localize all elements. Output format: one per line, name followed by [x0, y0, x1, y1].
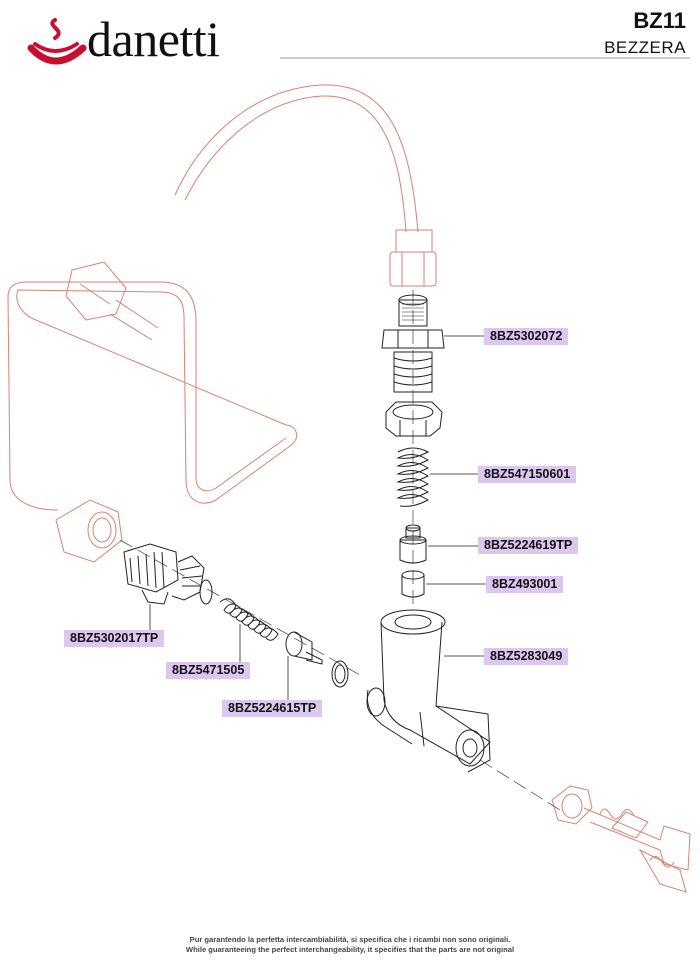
part-label: 8BZ5302072: [484, 328, 569, 345]
danetti-cup-icon: [27, 18, 87, 65]
hose-fitting: [395, 229, 433, 253]
part-label: 8BZ5283049: [484, 648, 569, 665]
part-label: 8BZ5224619TP: [478, 537, 579, 554]
danetti-logo: danetti: [25, 11, 265, 74]
part-8BZ5302017TP: [123, 543, 213, 605]
leader-lines: [149, 335, 490, 700]
part-8BZ547150601: [396, 447, 430, 507]
part-8BZ5471505: [219, 598, 279, 641]
part-label: 8BZ5302017TP: [64, 630, 165, 647]
part-label: 8BZ5471505: [166, 662, 251, 679]
t-fitting-body: [583, 807, 691, 871]
part-8BZ5283049: [366, 609, 491, 773]
main-parts: [123, 294, 491, 773]
upper-hose: [174, 84, 419, 233]
part-8BZ5224619TP: [399, 524, 427, 564]
hex-nut: [385, 401, 443, 437]
lower-left-nut: [55, 499, 123, 563]
logo-wordmark: danetti: [87, 11, 220, 67]
disclaimer-english: While guaranteeing the perfect interchan…: [185, 945, 515, 954]
frame-nut: [65, 261, 127, 321]
context-parts: [7, 84, 691, 893]
model-code: BZ11: [633, 8, 686, 33]
disclaimer-footer: Pur garantendo la perfetta intercambiabi…: [0, 935, 700, 955]
disclaimer-italian: Pur garantendo la perfetta intercambiabi…: [189, 935, 511, 944]
t-fitting-nut: [551, 785, 593, 825]
assembly-axes: [119, 290, 561, 811]
part-8BZ493001: [401, 570, 425, 598]
part-label: 8BZ493001: [486, 576, 564, 593]
part-label: 8BZ5224615TP: [222, 700, 323, 717]
part-8BZ5302072: [381, 294, 445, 393]
left-pipe-frame: [16, 289, 298, 504]
part-8BZ5224615TP: [285, 631, 349, 688]
part-label: 8BZ547150601: [478, 466, 577, 483]
brand-name: BEZZERA: [604, 38, 686, 57]
